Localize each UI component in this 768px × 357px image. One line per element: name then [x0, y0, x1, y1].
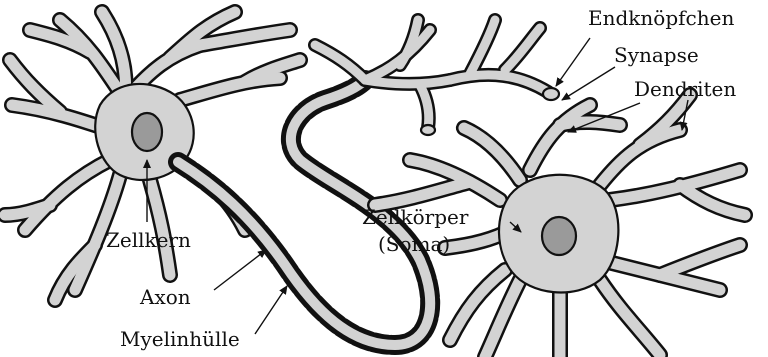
label-soma: (Soma)	[378, 232, 450, 256]
label-zellkoerper: Zellkörper	[362, 205, 469, 229]
arrow-endknoepfchen	[556, 38, 590, 86]
label-endknoepfchen: Endknöpfchen	[588, 6, 734, 30]
arrow-myelin	[255, 286, 287, 334]
left-neuron	[5, 12, 300, 300]
left-nucleus	[132, 113, 162, 151]
label-dendriten: Dendriten	[634, 77, 736, 101]
end-button	[421, 125, 435, 135]
axon-terminals	[315, 20, 559, 135]
right-nucleus	[542, 217, 576, 255]
arrow-synapse	[562, 67, 615, 100]
label-zellkern: Zellkern	[106, 228, 191, 252]
label-axon: Axon	[139, 285, 191, 309]
end-button	[543, 88, 559, 100]
label-myelinhuelle: Myelinhülle	[120, 327, 240, 351]
label-synapse: Synapse	[614, 43, 699, 67]
arrow-axon	[214, 250, 266, 290]
